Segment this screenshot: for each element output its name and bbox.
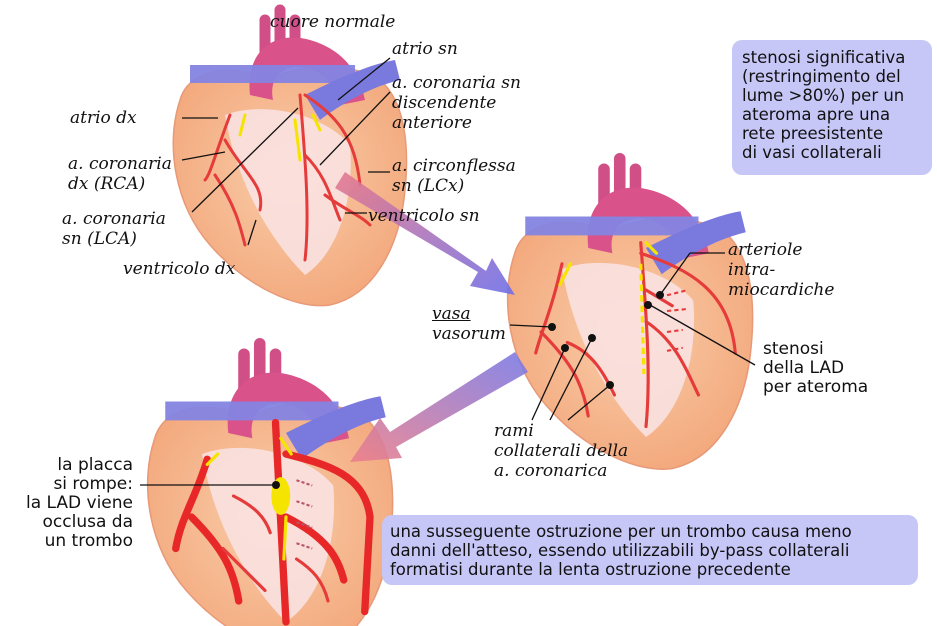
label-rami-collaterali: rami collaterali della a. coronarica <box>494 421 628 481</box>
note-box-ostruzione: una susseguente ostruzione per un trombo… <box>382 515 918 585</box>
title-normal-heart: cuore normale <box>270 12 395 32</box>
label-ventricolo-sn: ventricolo sn <box>368 206 480 226</box>
label-ventricolo-dx: ventricolo dx <box>123 259 235 279</box>
label-atrio-dx: atrio dx <box>70 108 137 128</box>
label-atrio-sn: atrio sn <box>392 39 458 59</box>
label-arteriole: arteriole intra- miocardiche <box>728 240 834 300</box>
note-box-stenosi: stenosi significativa (restringimento de… <box>732 40 932 175</box>
label-lca: a. coronaria sn (LCA) <box>62 209 166 249</box>
label-lcx: a. circonflessa sn (LCx) <box>392 156 516 196</box>
label-placca: la placca si rompe: la LAD viene occlusa… <box>22 456 133 551</box>
label-vasa-vasorum: vasa vasorum <box>432 304 506 344</box>
label-lad: a. coronaria sn discendente anteriore <box>392 73 521 133</box>
label-stenosi-lad: stenosi della LAD per ateroma <box>763 340 868 397</box>
label-rca: a. coronaria dx (RCA) <box>68 154 172 194</box>
